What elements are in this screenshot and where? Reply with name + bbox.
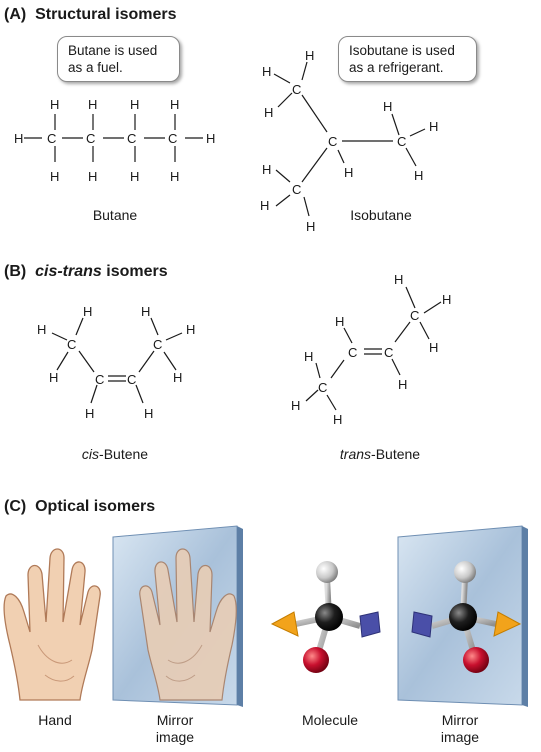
molecule-caption: Molecule	[301, 712, 359, 728]
butane-bonds	[24, 114, 203, 162]
isobutane-bonds	[273, 61, 426, 217]
orange-group	[493, 611, 522, 637]
atom-c: C	[328, 134, 337, 149]
section-b-header: (B) cis-trans isomers	[4, 263, 168, 280]
blue-group	[359, 611, 381, 638]
atom-h: H	[141, 304, 150, 319]
atom-h: H	[306, 219, 315, 234]
mirror-molecule-model	[411, 561, 522, 673]
atom-h: H	[262, 162, 271, 177]
atom-h: H	[50, 97, 59, 112]
molecule-model	[270, 561, 381, 673]
atom-c: C	[292, 182, 301, 197]
atom-h: H	[429, 119, 438, 134]
atom-h: H	[130, 97, 139, 112]
atom-h: H	[398, 377, 407, 392]
cis-butene-caption: cis-Butene	[81, 446, 149, 462]
atom-h: H	[335, 314, 344, 329]
atom-h: H	[37, 322, 46, 337]
hand-caption: Hand	[38, 712, 72, 728]
red-atom	[303, 647, 329, 673]
atom-h: H	[383, 99, 392, 114]
atom-h: H	[83, 304, 92, 319]
atom-c: C	[168, 131, 177, 146]
atom-c: C	[318, 380, 327, 395]
atom-c: C	[153, 337, 162, 352]
atom-h: H	[394, 272, 403, 287]
hydrogen-atom	[454, 561, 476, 583]
mirror-hand-illustration	[139, 548, 237, 701]
atom-h: H	[291, 398, 300, 413]
butane-atoms: H C C C C H H H H H H H H H	[14, 97, 215, 184]
atom-h: H	[144, 406, 153, 421]
atom-c: C	[95, 372, 104, 387]
carbon-atom	[315, 603, 343, 631]
atom-h: H	[170, 169, 179, 184]
atom-h: H	[304, 349, 313, 364]
atom-h: H	[414, 168, 423, 183]
orange-group	[270, 611, 299, 637]
atom-c: C	[127, 372, 136, 387]
blue-group	[411, 611, 433, 638]
trans-butene-atoms: C C C C H H H H H H H H	[291, 272, 451, 427]
atom-h: H	[429, 340, 438, 355]
atom-h: H	[206, 131, 215, 146]
atom-h: H	[49, 370, 58, 385]
trans-butene-bonds	[305, 286, 442, 411]
atom-h: H	[333, 412, 342, 427]
butane-caption: Butane	[92, 207, 138, 223]
section-a-header: (A) Structural isomers	[4, 6, 177, 23]
atom-c: C	[292, 82, 301, 97]
atom-h: H	[260, 198, 269, 213]
atom-h: H	[173, 370, 182, 385]
atom-h: H	[262, 64, 271, 79]
atom-h: H	[14, 131, 23, 146]
atom-h: H	[305, 48, 314, 63]
atom-c: C	[384, 345, 393, 360]
atom-h: H	[442, 292, 451, 307]
isobutane-caption: Isobutane	[350, 207, 412, 223]
red-atom	[463, 647, 489, 673]
atom-c: C	[47, 131, 56, 146]
atom-h: H	[344, 165, 353, 180]
atom-h: H	[170, 97, 179, 112]
atom-h: H	[264, 105, 273, 120]
carbon-atom	[449, 603, 477, 631]
atom-h: H	[186, 322, 195, 337]
cis-butene-bonds	[51, 317, 183, 404]
atom-c: C	[410, 308, 419, 323]
section-c-header: (C) Optical isomers	[4, 498, 156, 515]
atom-c: C	[348, 345, 357, 360]
cis-butene-atoms: C C C C H H H H H H H H	[37, 304, 195, 421]
atom-h: H	[88, 97, 97, 112]
atom-h: H	[88, 169, 97, 184]
isobutane-atoms: C C C C H H H H H H H H H H	[260, 48, 438, 234]
atom-h: H	[130, 169, 139, 184]
atom-h: H	[50, 169, 59, 184]
atom-c: C	[127, 131, 136, 146]
atom-c: C	[67, 337, 76, 352]
trans-butene-caption: trans-Butene	[339, 446, 421, 462]
atom-c: C	[86, 131, 95, 146]
atom-h: H	[85, 406, 94, 421]
atom-c: C	[397, 134, 406, 149]
hydrogen-atom	[316, 561, 338, 583]
hand-illustration	[3, 548, 101, 701]
